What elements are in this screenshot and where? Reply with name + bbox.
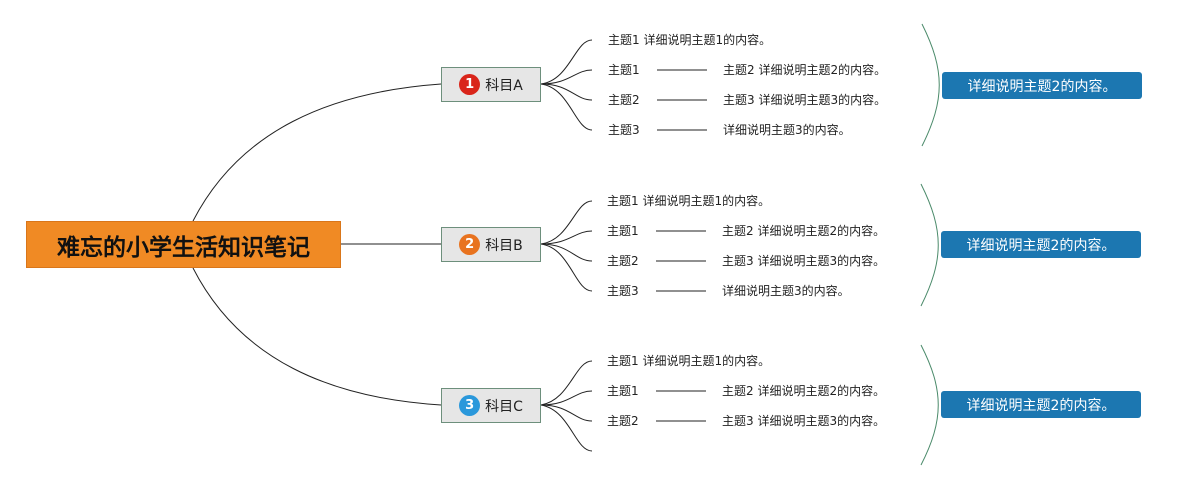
subject-c-leaf-3[interactable]: 主题2 xyxy=(607,414,639,428)
subject-b-subleaf-3[interactable]: 详细说明主题3的内容。 xyxy=(722,284,850,298)
subject-c-summary[interactable]: 详细说明主题2的内容。 xyxy=(941,391,1141,418)
subject-b-node[interactable]: 2 科目B xyxy=(441,227,541,262)
subject-a-subleaf-2[interactable]: 主题3 详细说明主题3的内容。 xyxy=(723,93,887,107)
subject-a-summary-brace xyxy=(921,23,940,147)
subject-b-branch-1 xyxy=(540,200,593,245)
subject-c-branch-1 xyxy=(540,360,593,406)
subject-a-leaf-4[interactable]: 主题3 xyxy=(608,123,640,137)
subject-a-branch-3 xyxy=(540,83,593,101)
subject-b-leaf-1[interactable]: 主题1 详细说明主题1的内容。 xyxy=(607,194,771,208)
subject-c-subleaf-1[interactable]: 主题2 详细说明主题2的内容。 xyxy=(722,384,886,398)
subject-label: 科目B xyxy=(485,237,523,254)
subject-b-summary-brace xyxy=(920,183,939,307)
subject-b-leaf-2[interactable]: 主题1 xyxy=(607,224,639,238)
subject-a-node[interactable]: 1 科目A xyxy=(441,67,541,102)
subject-a-leaf-2[interactable]: 主题1 xyxy=(608,63,640,77)
subject-b-subleaf-2[interactable]: 主题3 详细说明主题3的内容。 xyxy=(722,254,886,268)
subject-c-leaf-2[interactable]: 主题1 xyxy=(607,384,639,398)
subject-a-branch-2 xyxy=(540,69,593,85)
subject-b-branch-4 xyxy=(540,243,593,292)
subject-a-subleaf-3[interactable]: 详细说明主题3的内容。 xyxy=(723,123,851,137)
subject-c-subleaf-2[interactable]: 主题3 详细说明主题3的内容。 xyxy=(722,414,886,428)
root-to-subject-c-connector xyxy=(192,267,442,406)
subject-a-branch-1 xyxy=(540,39,593,85)
number-badge-icon: 3 xyxy=(459,395,481,416)
subject-c-branch-2 xyxy=(540,390,593,406)
subject-a-subleaf-1[interactable]: 主题2 详细说明主题2的内容。 xyxy=(723,63,887,77)
subject-a-summary[interactable]: 详细说明主题2的内容。 xyxy=(942,72,1142,99)
subject-a-branch-4 xyxy=(540,83,593,131)
subject-b-leaf-4[interactable]: 主题3 xyxy=(607,284,639,298)
subject-c-leaf-1[interactable]: 主题1 详细说明主题1的内容。 xyxy=(607,354,771,368)
central-topic[interactable]: 难忘的小学生活知识笔记 xyxy=(26,221,341,268)
subject-label: 科目C xyxy=(485,398,523,415)
subject-b-subleaf-1[interactable]: 主题2 详细说明主题2的内容。 xyxy=(722,224,886,238)
root-to-subject-a-connector xyxy=(192,83,442,222)
number-badge-icon: 1 xyxy=(459,74,481,95)
subject-b-branch-3 xyxy=(540,243,593,262)
subject-a-leaf-1[interactable]: 主题1 详细说明主题1的内容。 xyxy=(608,33,772,47)
subject-label: 科目A xyxy=(485,77,523,94)
subject-b-branch-2 xyxy=(540,230,593,245)
subject-c-summary-brace xyxy=(920,344,939,466)
subject-b-summary[interactable]: 详细说明主题2的内容。 xyxy=(941,231,1141,258)
subject-c-branch-4 xyxy=(540,404,593,452)
number-badge-icon: 2 xyxy=(459,234,481,255)
subject-c-branch-3 xyxy=(540,404,593,422)
subject-a-leaf-3[interactable]: 主题2 xyxy=(608,93,640,107)
subject-c-node[interactable]: 3 科目C xyxy=(441,388,541,423)
subject-b-leaf-3[interactable]: 主题2 xyxy=(607,254,639,268)
